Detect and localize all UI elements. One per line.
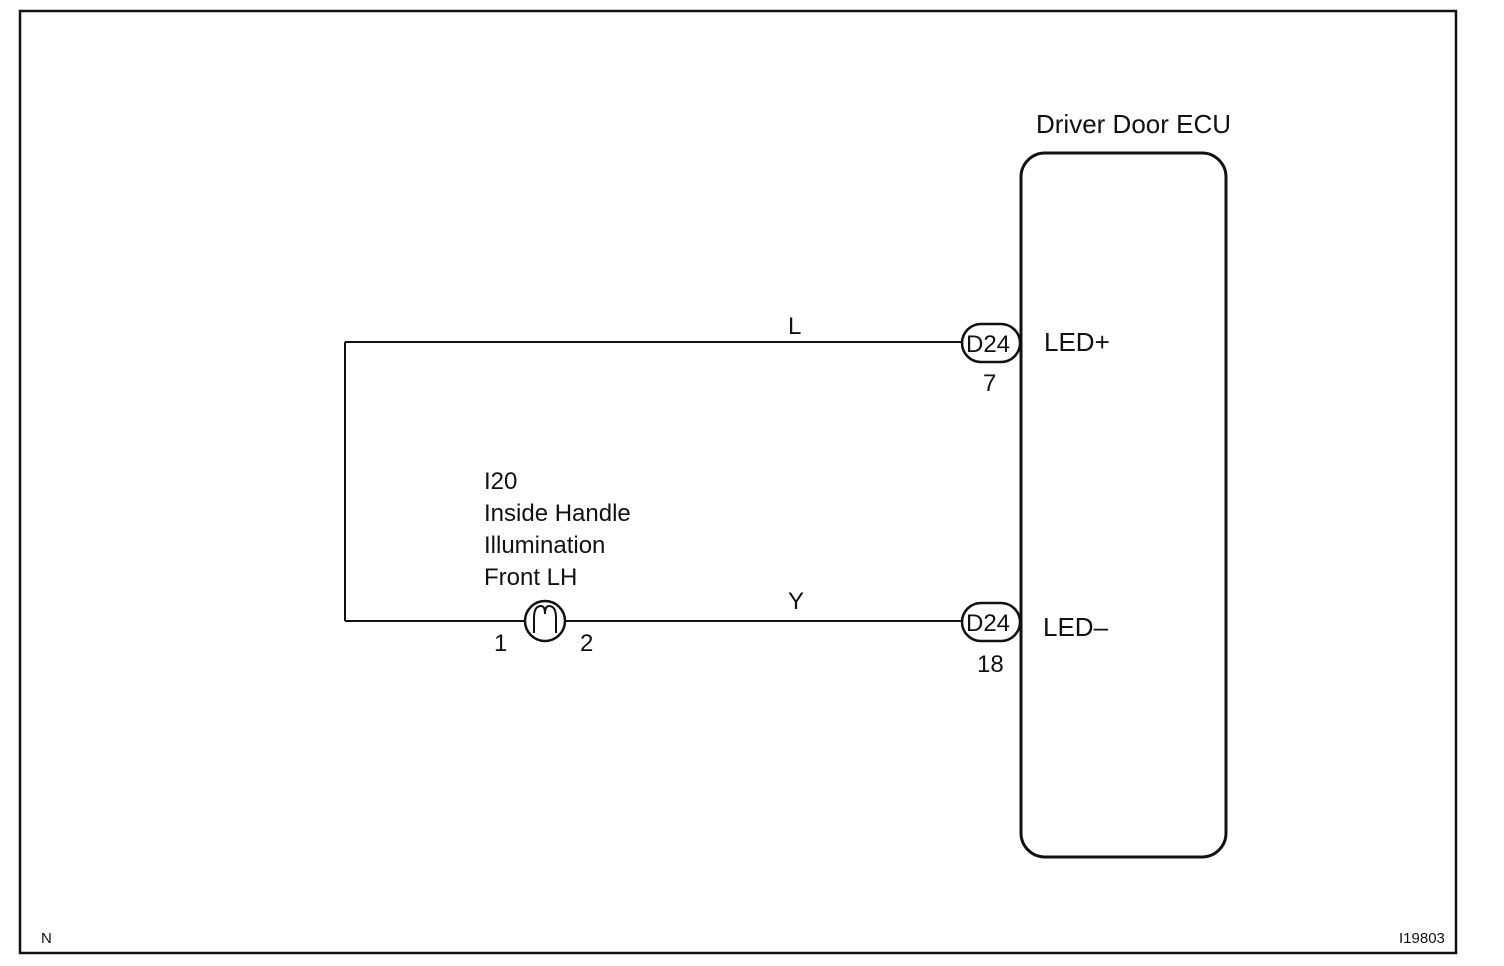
bulb-pin-2: 2	[580, 630, 593, 657]
connector-d24-upper	[960, 322, 1022, 364]
bulb-code: I20	[484, 468, 517, 495]
corner-label-n: N	[41, 930, 52, 947]
wire-color-lower: Y	[788, 588, 804, 615]
ecu-box	[1019, 151, 1228, 859]
wire-color-upper: L	[788, 313, 801, 340]
bulb-icon	[523, 599, 567, 643]
figure-id: I19803	[1399, 930, 1445, 947]
connector-pin-7: 7	[983, 370, 996, 397]
connector-code-lower: D24	[966, 610, 1010, 637]
bulb-pin-1: 1	[494, 630, 507, 657]
bulb-name-line-3: Front LH	[484, 564, 577, 591]
connector-d24-lower	[960, 601, 1022, 643]
bulb-name-line-1: Inside Handle	[484, 500, 631, 527]
connector-pin-18: 18	[977, 651, 1004, 678]
ecu-name: Driver Door ECU	[1036, 109, 1231, 139]
diagram-frame	[18, 9, 1458, 955]
bulb-name-line-2: Illumination	[484, 532, 605, 559]
ecu-terminal-led-plus: LED+	[1044, 327, 1110, 357]
ecu-terminal-led-minus: LED–	[1043, 612, 1109, 642]
connector-code-upper: D24	[966, 331, 1010, 358]
